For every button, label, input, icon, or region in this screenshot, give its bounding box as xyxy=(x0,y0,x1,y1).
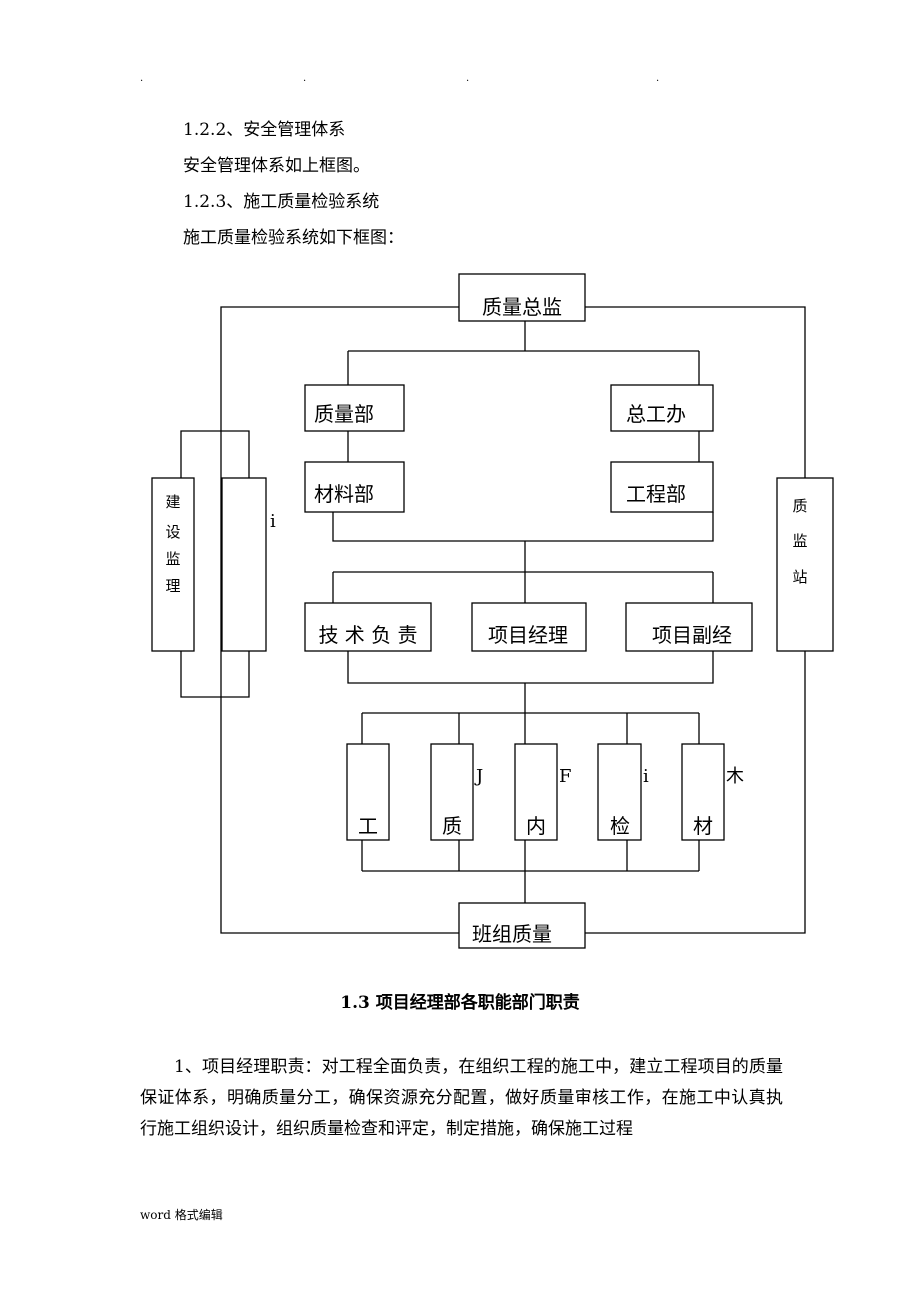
heading-1-2-2: 1.2.2、安全管理体系 xyxy=(183,120,346,140)
bottom-row-labels: 工 质 内 检 材 xyxy=(358,814,713,838)
design-label-fragment: i xyxy=(270,511,276,532)
paragraph-text: 1、项目经理职责：对工程全面负责，在组织工程的施工中，建立工程项目的质量保证体系… xyxy=(140,1057,783,1139)
box-engineering-dept xyxy=(610,461,714,513)
supervision-char: 建 xyxy=(165,493,180,511)
box-construction-supervision xyxy=(151,477,195,652)
supervision-char: 设 xyxy=(165,523,180,541)
box-bottom-5 xyxy=(681,743,725,841)
bottom-label-4: 检 xyxy=(610,814,630,838)
label-materials-dept: 材料部 xyxy=(314,482,374,506)
boxes xyxy=(151,273,834,949)
box-labels: 质量总监 质量部 总工办 材料部 工程部 技 术 负 责 项目经理 项目副经 班… xyxy=(314,295,732,946)
box-bottom-1 xyxy=(346,743,390,841)
box-team-quality xyxy=(458,902,586,949)
paragraph-project-manager-duties: 1、项目经理职责：对工程全面负责，在组织工程的施工中，建立工程项目的质量保证体系… xyxy=(140,1052,783,1145)
label-deputy-manager: 项目副经 xyxy=(652,623,732,647)
box-bottom-3 xyxy=(514,743,558,841)
bottom-fragment-3: F xyxy=(559,766,572,787)
box-materials-dept xyxy=(304,461,405,513)
bottom-label-2: 质 xyxy=(442,814,462,838)
box-tech-lead xyxy=(304,602,432,652)
connector-lines xyxy=(180,306,806,934)
box-quality-director xyxy=(458,273,586,322)
header-dot: . xyxy=(140,73,144,84)
box-quality-dept xyxy=(304,384,405,432)
text-1-2-2: 安全管理体系如上框图。 xyxy=(183,156,370,176)
label-quality-director: 质量总监 xyxy=(482,295,562,319)
label-chief-engineer-office: 总工办 xyxy=(626,402,686,426)
header-dot: . xyxy=(303,73,307,84)
label-quality-dept: 质量部 xyxy=(314,402,374,426)
bottom-row-fragments: J F i 木 xyxy=(474,766,744,787)
label-engineering-dept: 工程部 xyxy=(626,482,686,506)
quality-station-char: 站 xyxy=(792,568,807,586)
label-tech-lead: 技 术 负 责 xyxy=(318,623,417,647)
vertical-quality-station-label: 质 监 站 xyxy=(792,497,807,586)
quality-station-char: 监 xyxy=(792,532,807,550)
text-1-2-3: 施工质量检验系统如下框图： xyxy=(183,228,404,248)
section-title: 1.3 项目经理部各职能部门职责 xyxy=(340,993,580,1013)
bottom-fragment-4: i xyxy=(643,766,649,787)
heading-1-2-3: 1.2.3、施工质量检验系统 xyxy=(183,192,380,212)
box-bottom-4 xyxy=(597,743,642,841)
vertical-supervision-label: 建 设 监 理 xyxy=(165,493,180,595)
label-team-quality: 班组质量 xyxy=(472,922,552,946)
supervision-char: 监 xyxy=(165,550,180,568)
quality-station-char: 质 xyxy=(792,497,807,515)
bottom-fragment-2: J xyxy=(474,766,483,787)
supervision-char: 理 xyxy=(165,577,180,595)
bottom-label-3: 内 xyxy=(526,814,546,838)
box-quality-station xyxy=(776,477,834,652)
label-project-manager: 项目经理 xyxy=(488,623,568,647)
bottom-fragment-5: 木 xyxy=(726,766,744,787)
footer-note: word 格式编辑 xyxy=(140,1208,223,1222)
header-dot: . xyxy=(656,73,660,84)
header-dot: . xyxy=(466,73,470,84)
box-project-manager xyxy=(471,602,587,652)
bottom-label-1: 工 xyxy=(358,814,378,838)
box-bottom-2 xyxy=(430,743,474,841)
box-design xyxy=(221,477,267,652)
bottom-label-5: 材 xyxy=(693,814,713,838)
box-chief-engineer-office xyxy=(610,384,714,432)
box-deputy-manager xyxy=(625,602,753,652)
